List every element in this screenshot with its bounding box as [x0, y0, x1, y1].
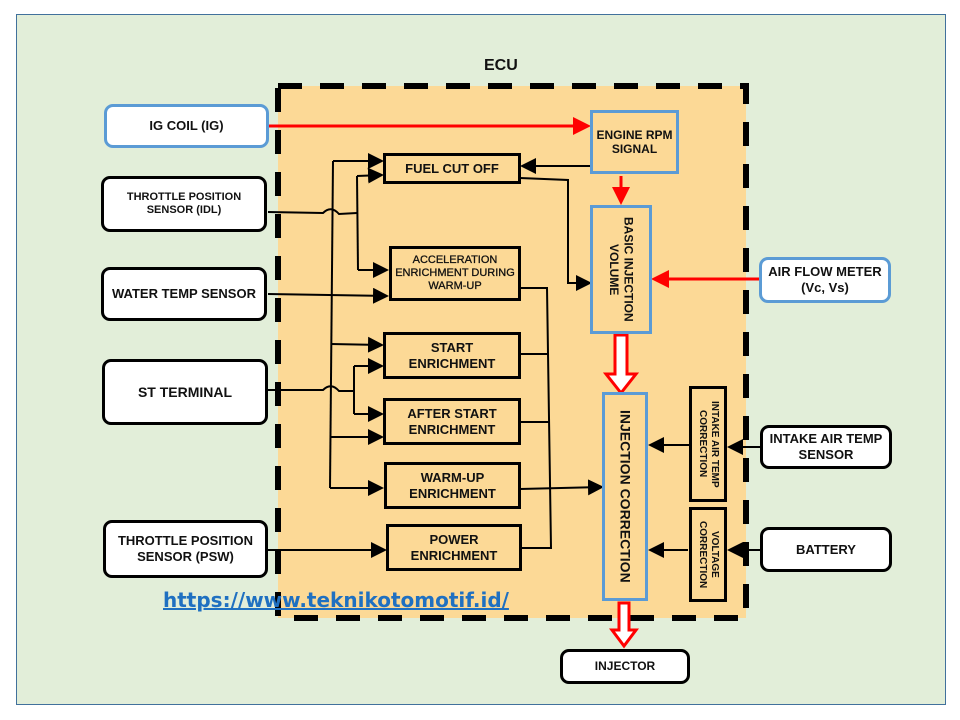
air-flow-label: AIR FLOW METER (Vc, Vs) — [768, 264, 882, 295]
st-terminal-box: ST TERMINAL — [102, 359, 268, 425]
injection-correction-label: INJECTION CORRECTION — [617, 410, 634, 583]
water-temp-label: WATER TEMP SENSOR — [112, 286, 256, 302]
ig-coil-label: IG COIL (IG) — [149, 118, 224, 134]
power-enrich-box: POWER ENRICHMENT — [386, 524, 522, 571]
ecu-title: ECU — [484, 57, 518, 74]
basic-injection-label: BASIC INJECTION VOLUME — [607, 217, 636, 322]
engine-rpm-label: ENGINE RPM SIGNAL — [596, 127, 673, 156]
warmup-enrich-box: WARM-UP ENRICHMENT — [384, 462, 521, 509]
tps-idl-box: THROTTLE POSITION SENSOR (IDL) — [101, 176, 267, 232]
after-start-label: AFTER START ENRICHMENT — [407, 405, 497, 437]
voltage-correction-box: VOLTAGE CORRECTION — [689, 507, 727, 602]
warmup-enrich-label: WARM-UP ENRICHMENT — [409, 469, 496, 501]
st-terminal-label: ST TERMINAL — [137, 383, 233, 400]
injection-correction-box: INJECTION CORRECTION — [602, 392, 648, 601]
injector-label: INJECTOR — [594, 659, 656, 674]
after-start-box: AFTER START ENRICHMENT — [383, 398, 521, 445]
air-flow-box: AIR FLOW METER (Vc, Vs) — [759, 257, 891, 303]
fuel-cut-label: FUEL CUT OFF — [405, 160, 499, 176]
accel-enrich-box: ACCELERATION ENRICHMENT DURING WARM-UP — [389, 246, 521, 301]
injector-box: INJECTOR — [560, 649, 690, 684]
intake-air-correction-label: INTAKE AIR TEMP CORRECTION — [697, 400, 720, 488]
intake-air-box: INTAKE AIR TEMP SENSOR — [760, 425, 892, 469]
tps-psw-label: THROTTLE POSITION SENSOR (PSW) — [117, 533, 254, 564]
website-link[interactable]: https://www.teknikotomotif.id/ — [163, 588, 509, 612]
fuel-cut-box: FUEL CUT OFF — [383, 153, 521, 184]
water-temp-box: WATER TEMP SENSOR — [101, 267, 267, 321]
power-enrich-label: POWER ENRICHMENT — [410, 531, 498, 563]
basic-injection-box: BASIC INJECTION VOLUME — [590, 205, 652, 334]
battery-box: BATTERY — [760, 527, 892, 572]
voltage-correction-label: VOLTAGE CORRECTION — [697, 520, 720, 589]
engine-rpm-box: ENGINE RPM SIGNAL — [590, 110, 679, 174]
intake-air-correction-box: INTAKE AIR TEMP CORRECTION — [689, 386, 727, 502]
tps-psw-box: THROTTLE POSITION SENSOR (PSW) — [103, 520, 268, 578]
start-enrich-label: START ENRICHMENT — [408, 339, 496, 371]
intake-air-label: INTAKE AIR TEMP SENSOR — [769, 431, 883, 462]
battery-label: BATTERY — [796, 541, 856, 557]
accel-enrich-label: ACCELERATION ENRICHMENT DURING WARM-UP — [395, 253, 515, 293]
ig-coil-box: IG COIL (IG) — [104, 104, 269, 148]
start-enrich-box: START ENRICHMENT — [383, 332, 521, 379]
tps-idl-label: THROTTLE POSITION SENSOR (IDL) — [126, 190, 242, 216]
